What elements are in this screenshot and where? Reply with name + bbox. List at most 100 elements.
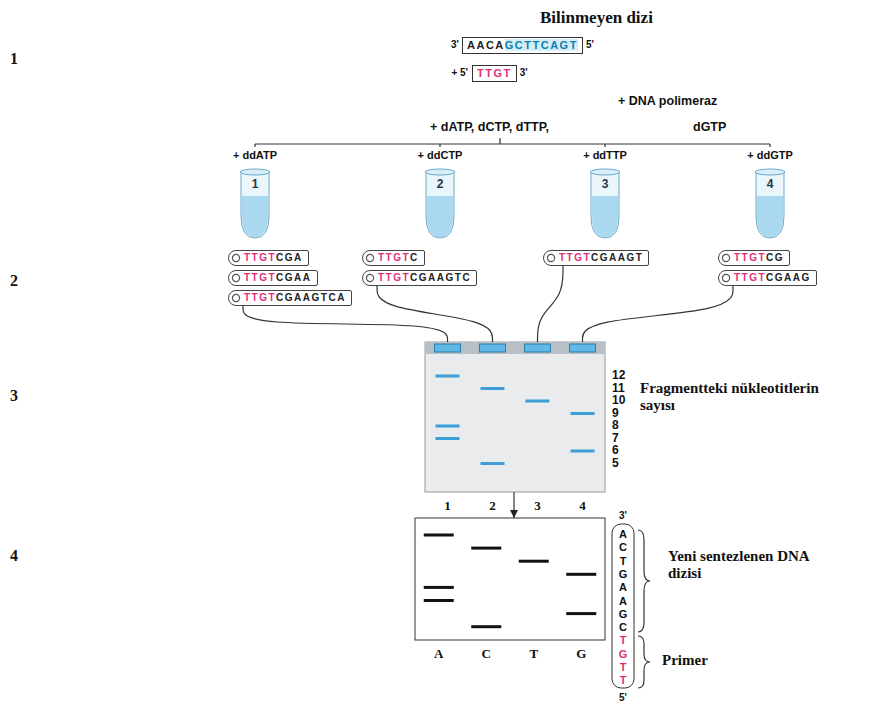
axis-caption: Fragmentteki nükleotitlerin sayısı: [640, 380, 820, 414]
added-bases: CGAA: [276, 272, 311, 283]
dna-fragment: TTGTCGAAGT: [543, 250, 649, 266]
scale-number: 8: [612, 419, 619, 432]
added-bases: CG: [766, 252, 784, 263]
reagent-label: + ddCTP: [418, 149, 463, 161]
bracket-drop: [439, 144, 440, 147]
strand-end: + 5': [451, 66, 468, 79]
lane-label: 1: [444, 498, 451, 514]
bead-ring: [232, 294, 239, 301]
reagent-label: + ddGTP: [747, 149, 793, 161]
bracket-stem: [499, 138, 500, 144]
dna-fragment: TTGTCGAA: [228, 270, 318, 286]
bead-ring: [232, 254, 239, 261]
primer-bases: TTGT: [734, 272, 766, 283]
sequence-letter: C: [619, 621, 627, 633]
scale-number: 11: [612, 382, 625, 395]
tube-liquid: [427, 196, 453, 237]
tube-number: 4: [753, 177, 787, 191]
bead-ring: [547, 254, 554, 261]
sequence-letter: T: [620, 674, 627, 686]
readout-band: [566, 612, 596, 615]
bracket-caption: Yeni sentezlenen DNA dizisi: [668, 548, 828, 582]
dna-fragment: TTGTCG: [718, 250, 790, 266]
tube-liquid: [242, 196, 268, 237]
lane-label: 3: [534, 498, 541, 514]
loading-line: [538, 266, 564, 342]
bead-ring: [366, 254, 373, 261]
tube-liquid: [592, 196, 618, 237]
primer-bases: TTGT: [244, 272, 276, 283]
strand-end: 3': [451, 38, 459, 51]
primer-bases: TTGT: [378, 272, 410, 283]
lane-label: 2: [489, 498, 496, 514]
dna-fragment: TTGTCGA: [228, 250, 309, 266]
gel-band: [571, 412, 595, 415]
strand-end: 3': [619, 509, 627, 522]
fragment-bead: [721, 273, 731, 283]
reagent-bracket: [255, 138, 770, 147]
gel-band: [481, 387, 505, 390]
sequence-letter: C: [619, 541, 627, 553]
sequence-letter: T: [620, 661, 627, 673]
tube-liquid: [757, 196, 783, 237]
readout-band: [471, 547, 501, 550]
gel-band: [436, 425, 460, 428]
reaction-tube: + ddGTP4: [753, 168, 787, 240]
reagent-label: + dATP, dCTP, dTTP,: [430, 120, 549, 134]
readout-band: [424, 599, 454, 602]
added-bases: CGAAG: [766, 272, 811, 283]
sequence-letter: A: [619, 595, 627, 607]
dna-fragment: TTGTCGAAGTCA: [228, 290, 352, 306]
readout-frame: [415, 518, 605, 640]
readout-band: [424, 534, 454, 537]
sequence-letter: G: [619, 608, 628, 620]
added-bases: CGAAGTCA: [276, 292, 346, 303]
fragment-bead: [231, 273, 241, 283]
dna-fragment: TTGTCGAAG: [718, 270, 817, 286]
gel-band: [436, 375, 460, 378]
sequencing-gel: 1234: [425, 342, 605, 492]
strand-end: 5': [586, 38, 594, 51]
dna-fragment: TTGTCGAAGTC: [362, 270, 477, 286]
gel-slab: [425, 342, 605, 492]
sequence-letter: T: [620, 634, 627, 646]
gel-band: [481, 462, 505, 465]
sequence-letter: G: [619, 568, 628, 580]
lane-label: C: [482, 646, 491, 662]
gel-band: [571, 450, 595, 453]
scale-number: 5: [612, 457, 619, 470]
fragment-bead: [365, 253, 375, 263]
readout-band: [471, 625, 501, 628]
readout-gel-drawing: [415, 518, 605, 640]
fragment-bead: [365, 273, 375, 283]
added-bases: CGAAGT: [591, 252, 643, 263]
dna-fragment: TTGTC: [362, 250, 425, 266]
primer-bases: TTGT: [378, 252, 410, 263]
gel-band: [436, 437, 460, 440]
template-strand: AACAGCTTCAGT: [462, 37, 583, 54]
bead-ring: [722, 254, 729, 261]
gel-drawing: [425, 342, 605, 492]
added-bases: C: [410, 252, 419, 263]
reagent-label: dGTP: [693, 120, 726, 134]
reaction-tube: + ddATP1: [238, 168, 272, 240]
flow-arrow: [513, 492, 514, 518]
added-bases: CGAAGTC: [410, 272, 471, 283]
scale-number: 12: [612, 369, 625, 382]
bracket-line: [255, 143, 770, 144]
readout-band: [424, 586, 454, 589]
bead-ring: [366, 274, 373, 281]
scale-number: 7: [612, 432, 619, 445]
unknown-bases: GCTTCAGT: [505, 39, 578, 51]
readout-band: [566, 573, 596, 576]
bead-ring: [232, 274, 239, 281]
scale-number: 10: [612, 394, 625, 407]
fragment-bead: [546, 253, 556, 263]
reagent-label: + ddTTP: [583, 149, 627, 161]
strand-end: 3': [520, 66, 528, 79]
sequence-letter: A: [619, 581, 627, 593]
reaction-tube: + ddTTP3: [588, 168, 622, 240]
step-number: 2: [10, 272, 18, 290]
